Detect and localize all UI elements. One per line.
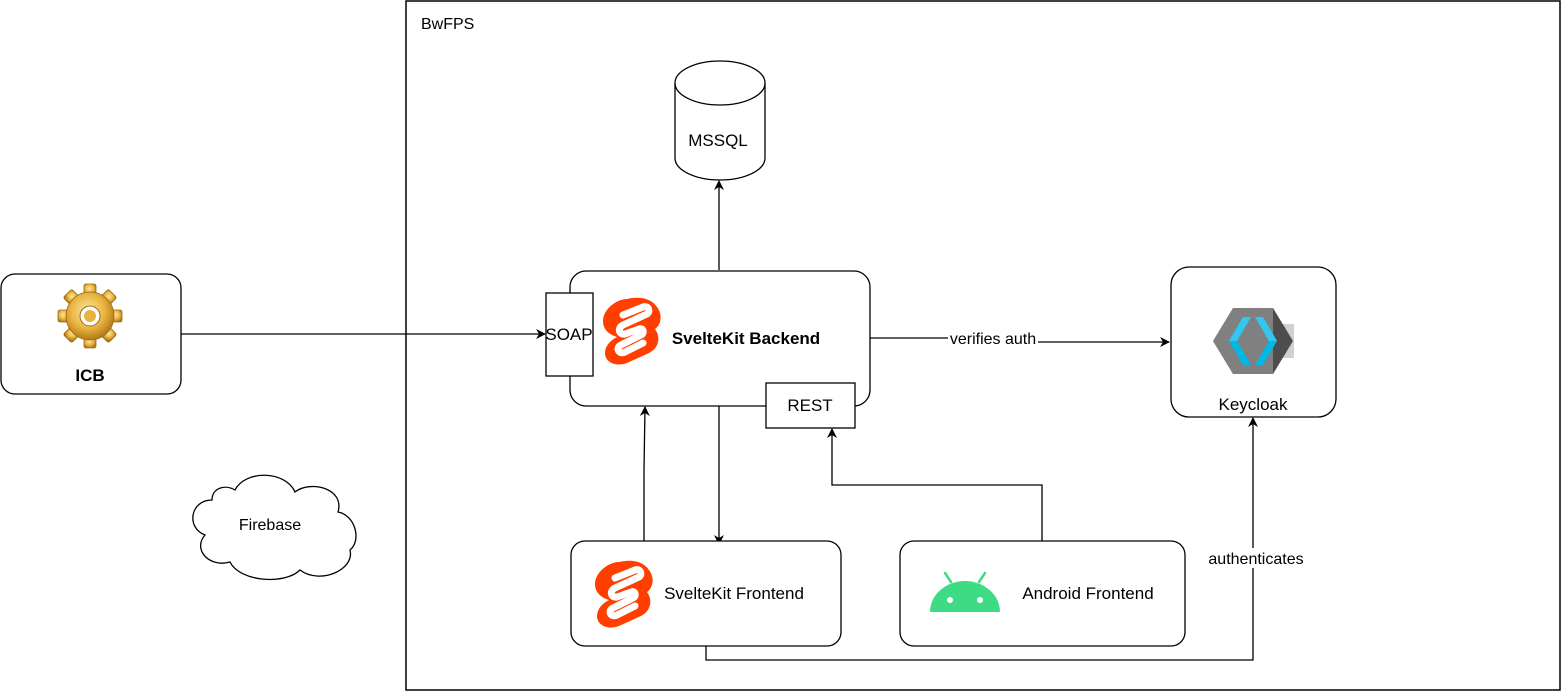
boundary-label: BwFPS (421, 16, 474, 33)
edge-android-rest (827, 428, 1043, 541)
svg-text:verifies auth: verifies auth (950, 331, 1036, 348)
gear-icon (57, 283, 123, 349)
svg-text:authenticates: authenticates (1208, 551, 1303, 568)
firebase-label: Firebase (239, 517, 301, 534)
firebase-node: Firebase (192, 474, 357, 581)
icb-node: ICB (0, 273, 182, 395)
keycloak-label: Keycloak (1219, 395, 1288, 414)
icb-label: ICB (75, 366, 104, 385)
keycloak-logo-icon (1213, 308, 1294, 374)
keycloak-node: Keycloak (1170, 266, 1337, 418)
mssql-node: MSSQL (674, 60, 766, 181)
svelte-logo-icon (595, 560, 653, 628)
edge-label-verifies-auth: verifies auth (948, 328, 1038, 348)
soap-port: SOAP (545, 292, 594, 377)
frontend-label: SvelteKit Frontend (664, 584, 804, 603)
svelte-logo-icon (603, 297, 661, 365)
edge-frontend-keycloak (705, 417, 1258, 661)
backend-label: SvelteKit Backend (672, 329, 820, 348)
android-robot-icon (930, 571, 1000, 612)
edge-frontend-backend (639, 406, 650, 541)
edge-label-authenticates: authenticates (1206, 548, 1306, 568)
bwfps-boundary: BwFPS (405, 0, 1561, 691)
rest-port: REST (765, 382, 856, 429)
android-node: Android Frontend (899, 540, 1186, 647)
backend-node: SvelteKit Backend (569, 270, 871, 407)
frontend-node: SvelteKit Frontend (570, 540, 842, 647)
mssql-label: MSSQL (688, 131, 748, 150)
rest-label: REST (787, 396, 832, 415)
android-label: Android Frontend (1022, 584, 1153, 603)
soap-label: SOAP (545, 325, 592, 344)
